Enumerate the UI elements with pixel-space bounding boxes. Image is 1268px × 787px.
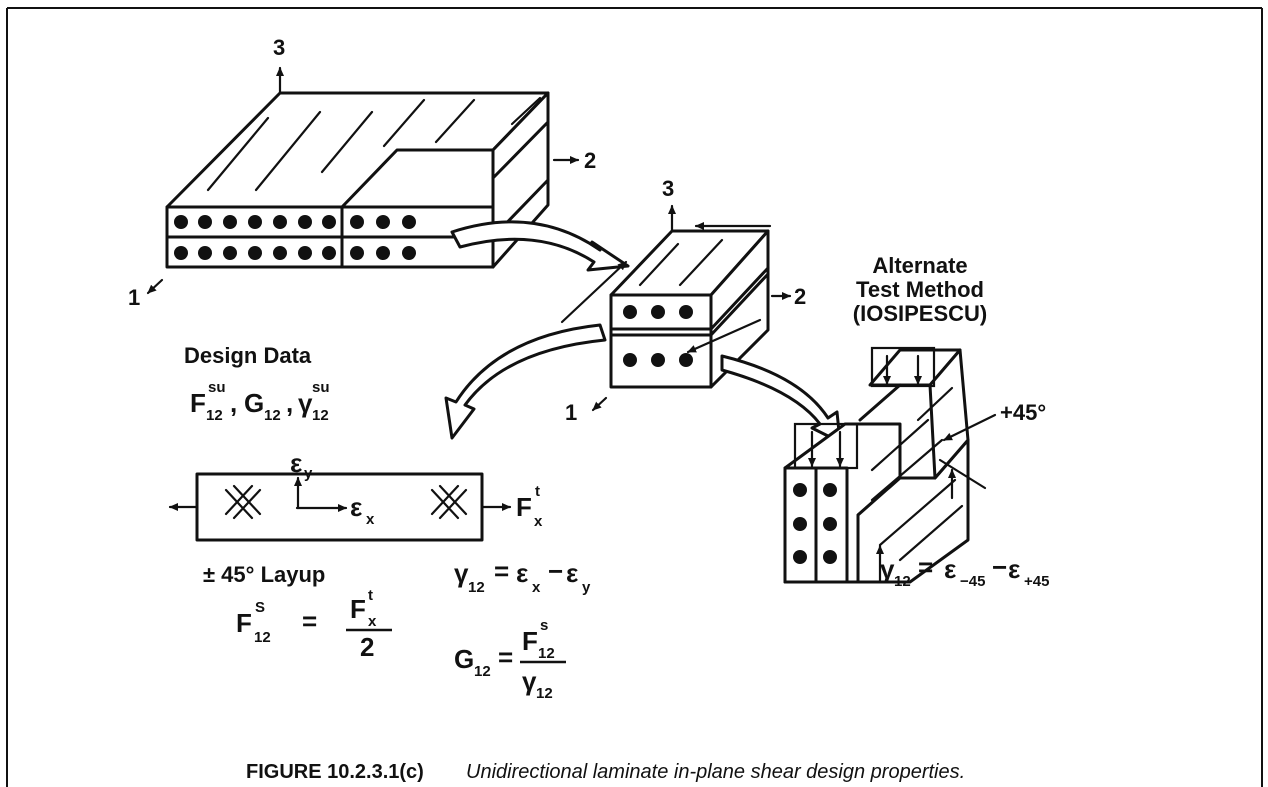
shear-strain-equation: γ 12 = ε x − ε y xyxy=(454,556,591,596)
svg-text:Alternate: Alternate xyxy=(872,253,967,278)
svg-text:+45: +45 xyxy=(1024,573,1049,590)
svg-text:1: 1 xyxy=(565,400,577,425)
caption-number: FIGURE 10.2.3.1(c) xyxy=(246,761,424,783)
svg-text:ε: ε xyxy=(1008,554,1020,584)
svg-text:F: F xyxy=(236,608,252,638)
curved-arrow-large-to-element xyxy=(450,220,630,272)
iosipescu-specimen: +45° xyxy=(783,346,1046,584)
svg-text:12: 12 xyxy=(468,579,485,596)
svg-text:2: 2 xyxy=(360,632,374,662)
svg-text:G: G xyxy=(454,644,474,674)
layup-coupon: ε y ε x F t x xyxy=(168,448,543,542)
svg-text:ε: ε xyxy=(944,554,956,584)
svg-text:,: , xyxy=(286,388,293,418)
large-block-axes: 3 2 1 xyxy=(128,35,596,310)
svg-text:=: = xyxy=(918,552,933,582)
svg-text:G: G xyxy=(244,388,264,418)
iosipescu-shear-strain-equation: γ 12 = ε −45 − ε +45 xyxy=(880,552,1049,590)
svg-text:x: x xyxy=(534,513,543,530)
svg-text:γ: γ xyxy=(454,558,469,588)
figure-border xyxy=(6,7,1263,787)
svg-text:12: 12 xyxy=(474,663,491,680)
svg-text:F: F xyxy=(350,594,366,624)
svg-text:3: 3 xyxy=(273,35,285,60)
svg-text:ε: ε xyxy=(350,492,362,522)
svg-text:ε: ε xyxy=(290,448,302,478)
svg-text:su: su xyxy=(312,379,330,396)
svg-text:γ: γ xyxy=(522,666,537,696)
svg-text:s: s xyxy=(540,617,548,634)
svg-text:Test Method: Test Method xyxy=(856,277,984,302)
svg-text:S: S xyxy=(255,599,265,616)
svg-text:−: − xyxy=(548,556,563,586)
svg-text:1: 1 xyxy=(128,285,140,310)
svg-text:F: F xyxy=(516,492,532,522)
laminate-block xyxy=(165,91,550,269)
svg-text:12: 12 xyxy=(254,629,271,646)
design-data-heading: Design Data xyxy=(184,343,312,368)
caption-text: Unidirectional laminate in-plane shear d… xyxy=(466,761,965,783)
svg-text:(IOSIPESCU): (IOSIPESCU) xyxy=(853,301,987,326)
svg-text:=: = xyxy=(498,642,513,672)
design-data-properties: F su 12 , G 12 , γ su 12 xyxy=(190,379,330,424)
svg-text:,: , xyxy=(230,388,237,418)
shear-strength-equation: F S 12 = F t x 2 xyxy=(236,587,392,662)
svg-text:2: 2 xyxy=(584,148,596,173)
svg-text:su: su xyxy=(208,379,226,396)
svg-text:12: 12 xyxy=(206,407,223,424)
svg-text:γ: γ xyxy=(880,554,895,584)
svg-text:12: 12 xyxy=(264,407,281,424)
svg-text:t: t xyxy=(535,483,540,500)
alternate-test-method-title: Alternate Test Method (IOSIPESCU) xyxy=(853,253,987,326)
svg-text:+45°: +45° xyxy=(1000,400,1046,425)
svg-text:3: 3 xyxy=(662,176,674,201)
svg-text:=: = xyxy=(494,556,509,586)
svg-text:x: x xyxy=(368,613,377,630)
svg-text:t: t xyxy=(368,587,373,604)
svg-text:F: F xyxy=(190,388,206,418)
svg-text:y: y xyxy=(304,465,313,482)
svg-text:12: 12 xyxy=(536,685,553,702)
svg-text:F: F xyxy=(522,626,538,656)
svg-text:12: 12 xyxy=(312,407,329,424)
svg-text:=: = xyxy=(302,606,317,636)
curved-arrow-to-design-data xyxy=(444,323,607,440)
svg-text:ε: ε xyxy=(516,558,528,588)
figure-caption: FIGURE 10.2.3.1(c) Unidirectional lamina… xyxy=(246,761,965,783)
svg-text:−: − xyxy=(992,552,1007,582)
layup-label: ± 45° Layup xyxy=(203,562,325,587)
svg-text:γ: γ xyxy=(298,388,313,418)
curved-arrow-to-iosipescu xyxy=(720,354,842,444)
shear-modulus-equation: G 12 = F s 12 γ 12 xyxy=(454,617,566,702)
small-element-axes: 3 2 1 xyxy=(565,176,806,425)
svg-text:−45: −45 xyxy=(960,573,985,590)
svg-text:12: 12 xyxy=(894,573,911,590)
svg-text:x: x xyxy=(532,579,541,596)
small-element xyxy=(560,222,772,389)
svg-text:2: 2 xyxy=(794,284,806,309)
svg-text:ε: ε xyxy=(566,558,578,588)
svg-text:y: y xyxy=(582,579,591,596)
svg-text:12: 12 xyxy=(538,645,555,662)
svg-text:x: x xyxy=(366,511,375,528)
